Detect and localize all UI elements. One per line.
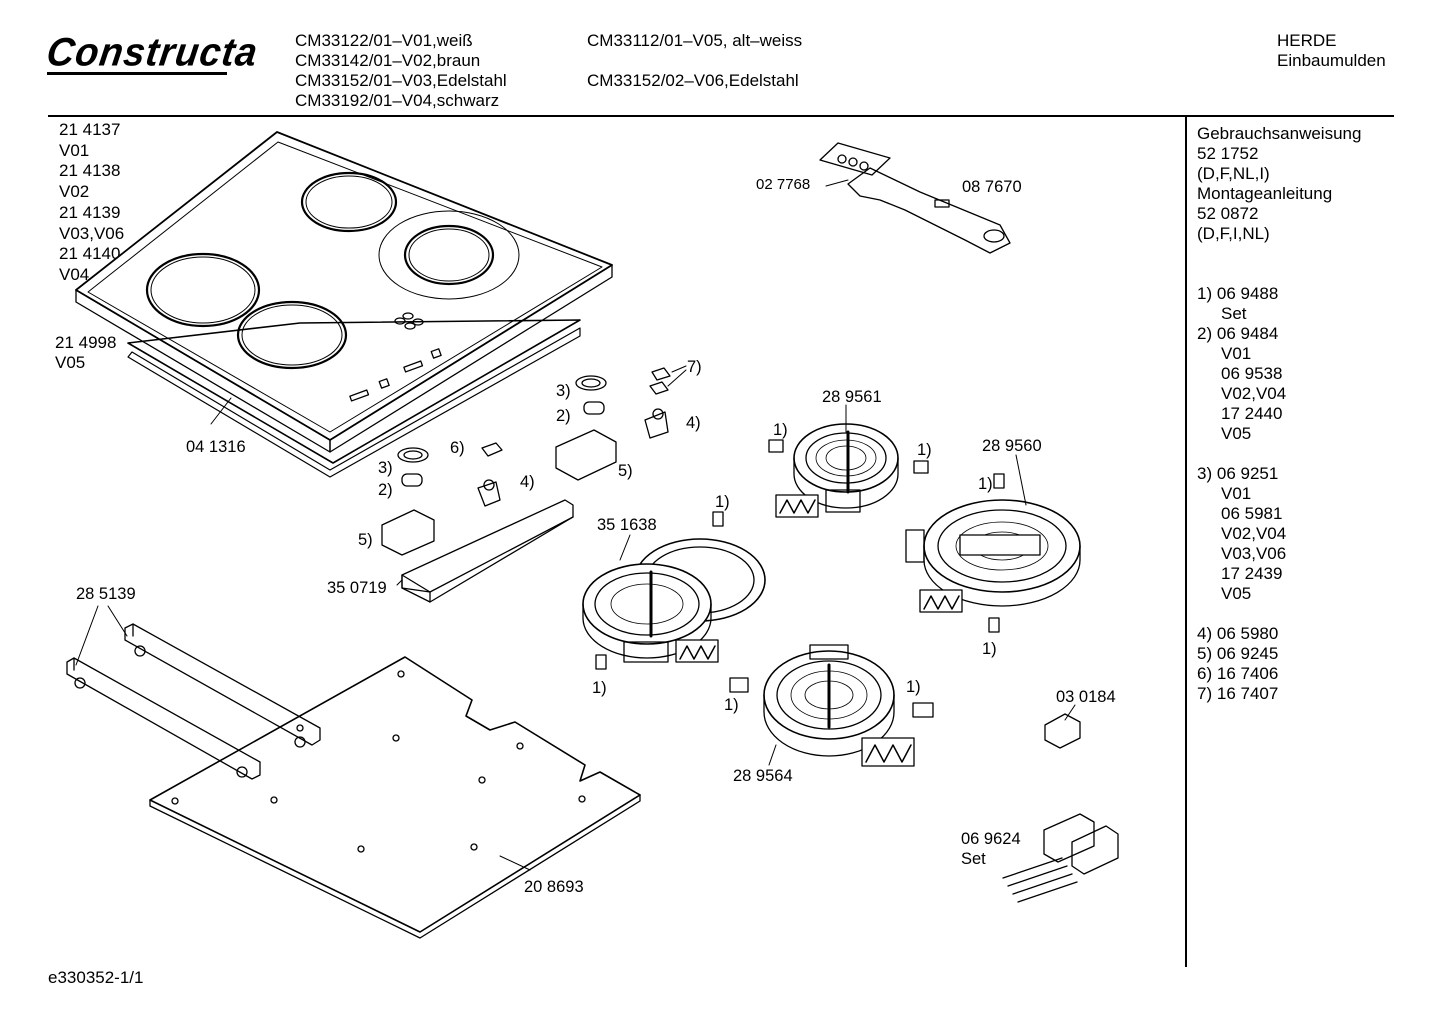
variant-line: 21 4998 <box>55 333 117 352</box>
doc-line: (D,F,I,NL) <box>1197 224 1270 243</box>
label-ref: 1) <box>978 475 993 493</box>
part-line: 06 9538 <box>1221 364 1283 383</box>
variant-line: V05 <box>55 353 86 372</box>
label-ref: 5) <box>358 531 373 549</box>
model-line: CM33122/01–V01,weiß <box>295 31 473 50</box>
model-line: CM33142/01–V02,braun <box>295 51 481 70</box>
variant-line: V04 <box>59 264 90 284</box>
label-ref: 1) <box>773 421 788 439</box>
label-scraper-small: 02 7768 <box>756 176 811 193</box>
label-frame: 04 1316 <box>186 438 246 456</box>
label-ref: 3) <box>556 382 571 400</box>
label-ref: 2) <box>556 407 571 425</box>
label-heater: 28 9564 <box>733 767 793 785</box>
label-ref: 6) <box>450 439 465 457</box>
part-line: 3) 06 9251 <box>1197 464 1279 483</box>
variant-list: 21 4137 V01 21 4138 V02 21 4139 V03,V06 … <box>59 120 124 286</box>
doc-line: 52 1752 <box>1197 144 1259 163</box>
label-heater: 28 9560 <box>982 437 1042 455</box>
variant-line: V02 <box>59 182 90 202</box>
label-ref: 1) <box>906 678 921 696</box>
base-plate <box>149 656 641 939</box>
part-line: 17 2440 <box>1221 404 1283 423</box>
control-rail <box>396 499 574 603</box>
variant-line: 21 4138 <box>59 161 121 181</box>
variant-list-b: 21 4998 V05 <box>55 333 116 373</box>
category-line: HERDE <box>1277 31 1337 50</box>
label-ref: 1) <box>724 696 739 714</box>
model-line: CM33192/01–V04,schwarz <box>295 91 500 110</box>
leader-lines <box>619 365 1076 766</box>
connectors <box>729 439 1119 903</box>
label-bracket: 28 5139 <box>76 585 136 603</box>
label-ref: 5) <box>618 462 633 480</box>
part-line: V01 <box>1221 484 1252 503</box>
part-line: V05 <box>1221 424 1252 443</box>
label-terminal: 03 0184 <box>1056 688 1116 706</box>
label-ref: 3) <box>378 459 393 477</box>
heater-35-1638 <box>582 511 766 670</box>
label-set-word: Set <box>961 850 986 868</box>
doc-line: Gebrauchsanweisung <box>1197 124 1362 143</box>
part-line: 4) 06 5980 <box>1197 624 1279 643</box>
label-ref: 4) <box>686 414 701 432</box>
category-header: HERDE Einbaumulden <box>1277 31 1386 71</box>
label-heater: 35 1638 <box>597 516 657 534</box>
part-line: 5) 06 9245 <box>1197 644 1279 663</box>
model-list-2: CM33112/01–V05, alt–weiss CM33152/02–V06… <box>587 31 802 91</box>
part-line: 06 5981 <box>1221 504 1283 523</box>
label-ref: 2) <box>378 481 393 499</box>
control-knobs <box>381 367 671 556</box>
diagram-code: e330352-1/1 <box>48 968 144 987</box>
variant-line: 21 4139 <box>59 202 121 222</box>
part-line: V02,V04 <box>1221 384 1287 403</box>
label-ref: 1) <box>592 679 607 697</box>
part-line: V02,V04 <box>1221 524 1287 543</box>
label-heater: 28 9561 <box>822 388 882 406</box>
heater-28-9561 <box>775 423 899 518</box>
part-line: Set <box>1221 304 1247 323</box>
frame-seal <box>127 319 581 478</box>
heater-28-9560 <box>905 473 1081 633</box>
sidebar-divider <box>1185 117 1187 967</box>
label-set-part: 06 9624 <box>961 830 1021 848</box>
sidebar-parts-list: Gebrauchsanweisung 52 1752 (D,F,NL,I) Mo… <box>1197 124 1361 704</box>
mounting-bracket <box>66 605 321 780</box>
doc-line: (D,F,NL,I) <box>1197 164 1270 183</box>
label-scraper: 08 7670 <box>962 178 1022 196</box>
doc-line: Montageanleitung <box>1197 184 1333 203</box>
part-line: V03,V06 <box>1221 544 1287 563</box>
cooktop-glass <box>75 131 613 453</box>
label-ref: 4) <box>520 473 535 491</box>
label-ref: 1) <box>715 493 730 511</box>
label-ref: 7) <box>687 358 702 376</box>
logo-underline <box>47 72 227 75</box>
variant-line: 21 4140 <box>59 244 121 264</box>
heater-28-9564 <box>763 644 915 767</box>
model-list-1: CM33122/01–V01,weiß CM33142/01–V02,braun… <box>295 31 507 111</box>
variant-line: V03,V06 <box>59 223 125 243</box>
label-base: 20 8693 <box>524 878 584 896</box>
label-ref: 1) <box>982 640 997 658</box>
part-line: 1) 06 9488 <box>1197 284 1279 303</box>
scraper-tool <box>819 142 1011 254</box>
header-divider <box>48 115 1394 117</box>
doc-line: 52 0872 <box>1197 204 1259 223</box>
part-line: 6) 16 7406 <box>1197 664 1279 683</box>
variant-line: V01 <box>59 140 90 160</box>
part-line: V01 <box>1221 344 1252 363</box>
model-line: CM33152/01–V03,Edelstahl <box>295 71 507 90</box>
part-line: 2) 06 9484 <box>1197 324 1279 343</box>
part-line: 17 2439 <box>1221 564 1283 583</box>
category-line: Einbaumulden <box>1277 51 1386 70</box>
label-rail: 35 0719 <box>327 579 387 597</box>
variant-line: 21 4137 <box>59 120 121 139</box>
part-line: V05 <box>1221 584 1252 603</box>
label-ref: 1) <box>917 441 932 459</box>
model-line: CM33152/02–V06,Edelstahl <box>587 71 799 90</box>
part-line: 7) 16 7407 <box>1197 684 1279 703</box>
model-line: CM33112/01–V05, alt–weiss <box>587 31 803 50</box>
